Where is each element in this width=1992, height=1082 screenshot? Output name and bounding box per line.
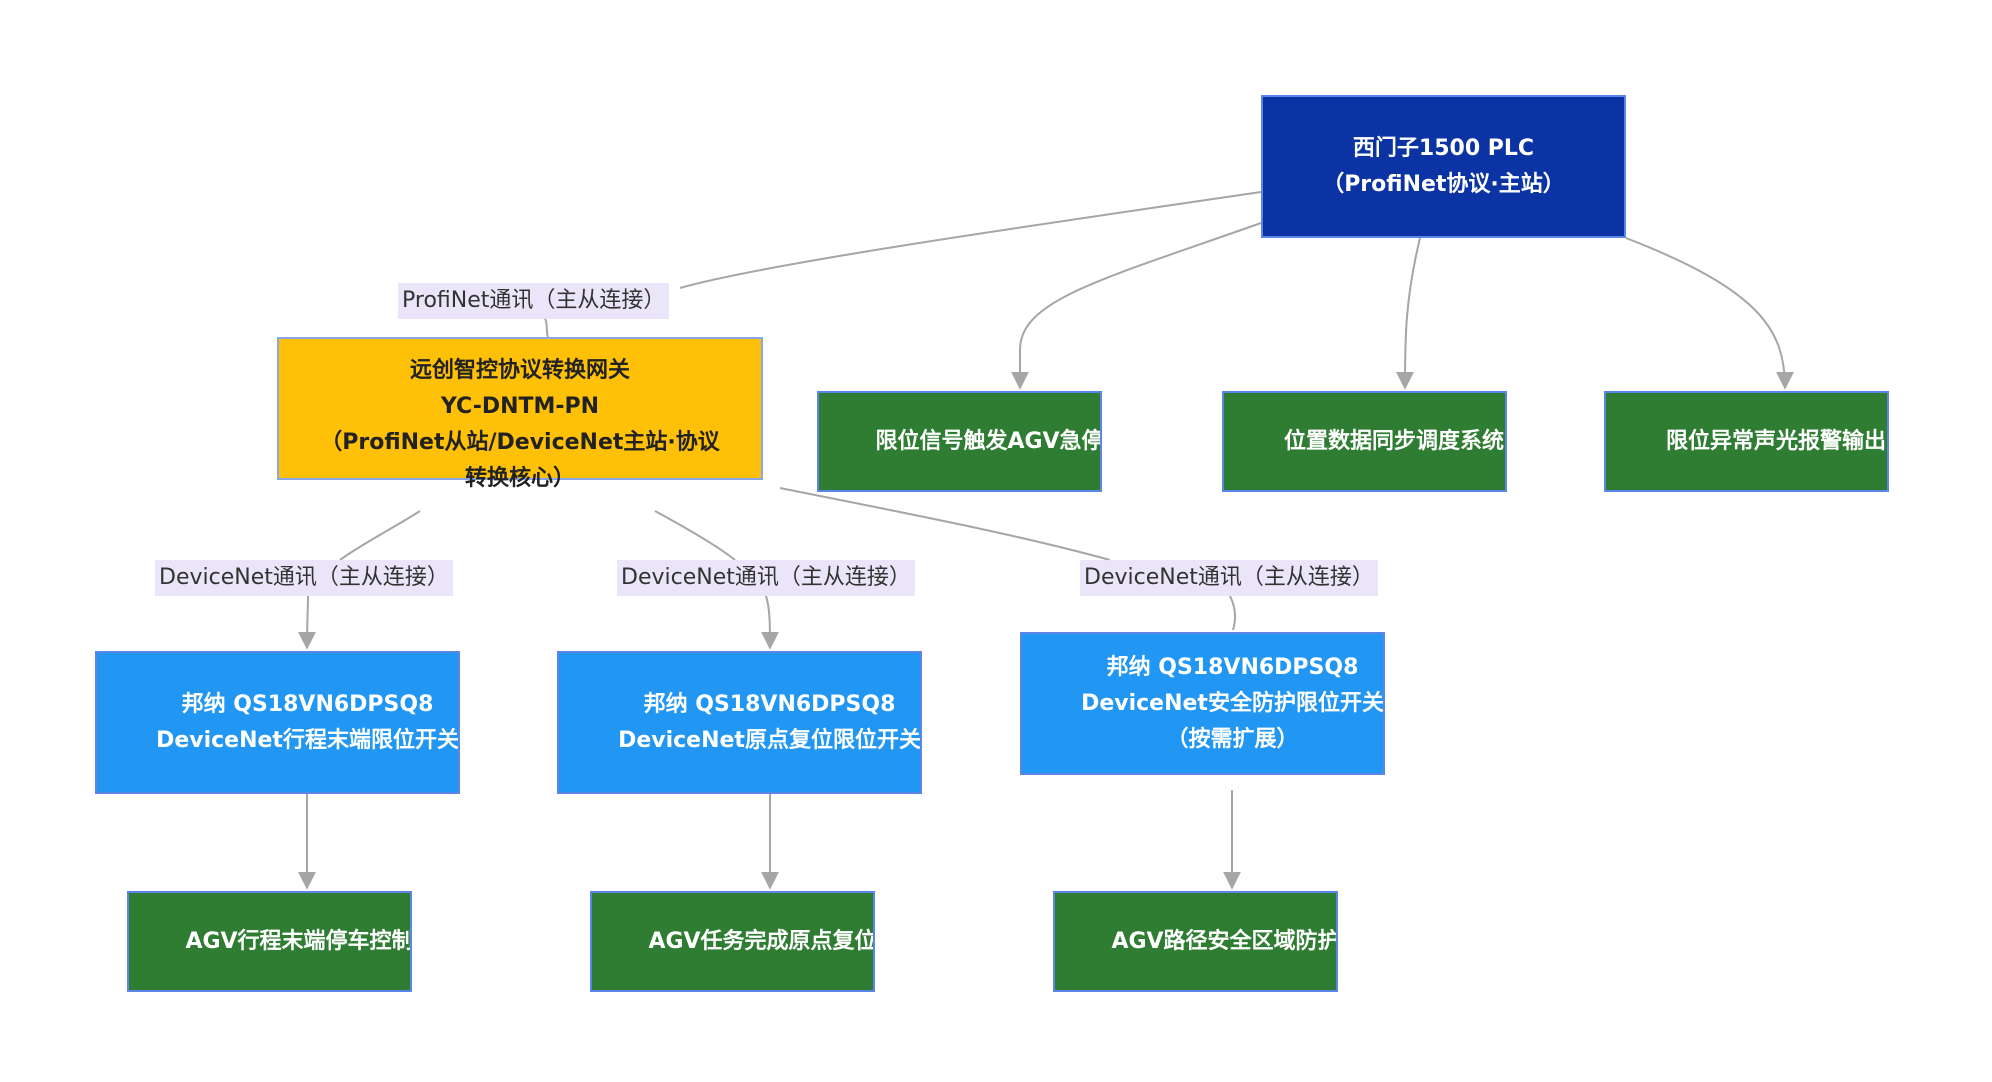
node-action-end-stop: AGV行程末端停车控制 <box>127 891 412 992</box>
node-switch-end: 邦纳 QS18VN6DPSQ8 DeviceNet行程末端限位开关 <box>95 651 460 794</box>
edge-label-devicenet-3: DeviceNet通讯（主从连接） <box>1080 560 1378 596</box>
node-gateway-line: YC-DNTM-PN <box>440 393 600 419</box>
node-action-safety-zone: AGV路径安全区域防护 <box>1053 891 1338 992</box>
edge-plc-out-2 <box>1396 237 1421 390</box>
node-label: 限位信号触发AGV急停 <box>875 428 1102 454</box>
edge-gateway-switch-1 <box>307 510 421 648</box>
node-label: 邦纳 QS18VN6DPSQ8 <box>181 691 434 717</box>
node-switch-safety: 邦纳 QS18VN6DPSQ8 DeviceNet安全防护限位开关 （按需扩展） <box>1020 632 1385 775</box>
node-plc-line: （ProfiNet协议·主站） <box>1322 171 1565 197</box>
node-plc-output-alarm: 限位异常声光报警输出 <box>1604 391 1889 492</box>
node-plc-line: 西门子1500 PLC <box>1352 135 1535 161</box>
node-gateway-line: 远创智控协议转换网关 <box>409 357 630 383</box>
node-label: AGV路径安全区域防护 <box>1111 928 1338 954</box>
node-label: 邦纳 QS18VN6DPSQ8 <box>643 691 896 717</box>
node-gateway-line: 转换核心） <box>464 465 575 491</box>
node-label: 邦纳 QS18VN6DPSQ8 <box>1106 654 1359 680</box>
edge-label-devicenet-2: DeviceNet通讯（主从连接） <box>617 560 915 596</box>
node-switch-origin: 邦纳 QS18VN6DPSQ8 DeviceNet原点复位限位开关 <box>557 651 922 794</box>
node-plc-output-estop: 限位信号触发AGV急停 <box>817 391 1102 492</box>
edge-gateway-switch-2 <box>654 510 770 648</box>
node-plc-output-sync: 位置数据同步调度系统 <box>1222 391 1507 492</box>
node-label: AGV任务完成原点复位 <box>648 928 875 954</box>
node-label: DeviceNet原点复位限位开关 <box>618 727 921 753</box>
node-label: DeviceNet安全防护限位开关 <box>1081 690 1384 716</box>
node-label: （按需扩展） <box>1166 726 1299 752</box>
node-label: AGV行程末端停车控制 <box>185 928 412 954</box>
edge-plc-out-3 <box>1625 237 1794 390</box>
edge-label-profinet: ProfiNet通讯（主从连接） <box>398 283 670 319</box>
node-gateway: 远创智控协议转换网关 YC-DNTM-PN （ProfiNet从站/Device… <box>277 337 763 491</box>
node-label: 限位异常声光报警输出 <box>1666 428 1887 454</box>
node-action-origin-reset: AGV任务完成原点复位 <box>590 891 875 992</box>
node-plc: 西门子1500 PLC （ProfiNet协议·主站） <box>1261 95 1626 238</box>
edge-plc-gateway <box>544 191 1262 338</box>
edge-gateway-switch-3 <box>779 487 1236 631</box>
node-label: 位置数据同步调度系统 <box>1284 428 1505 454</box>
edge-label-devicenet-1: DeviceNet通讯（主从连接） <box>155 560 453 596</box>
node-label: DeviceNet行程末端限位开关 <box>156 727 459 753</box>
edge-plc-out-1 <box>1011 222 1262 390</box>
node-gateway-line: （ProfiNet从站/DeviceNet主站·协议 <box>320 429 720 455</box>
